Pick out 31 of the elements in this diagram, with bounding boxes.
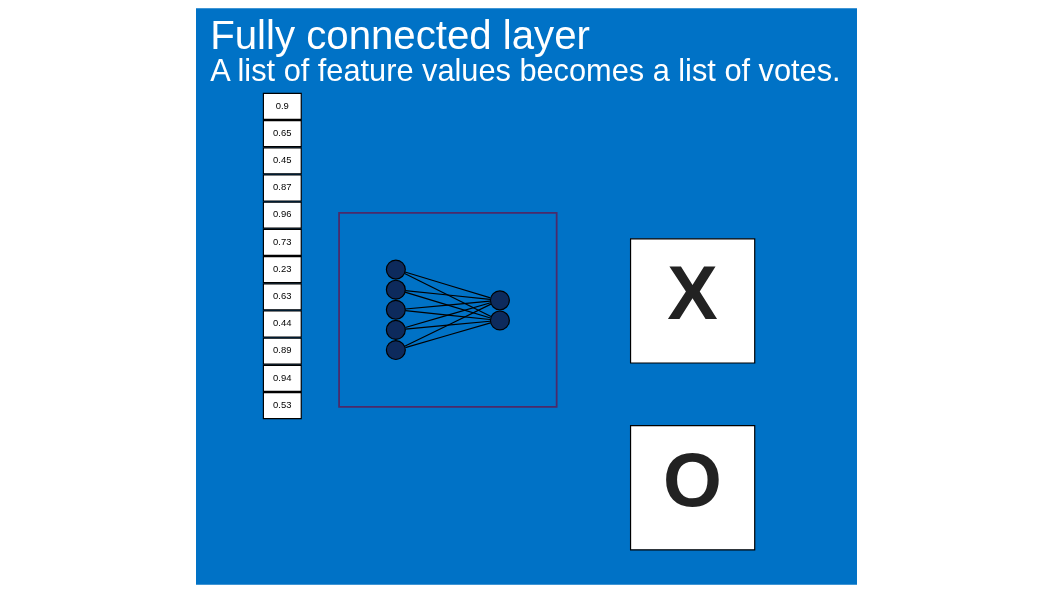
node-box: 0.87	[262, 174, 302, 202]
connector	[404, 272, 492, 318]
diagram-title: Fully connected layer	[210, 12, 590, 58]
node-box: 0.65	[262, 120, 302, 148]
node-box: 0.23	[262, 256, 302, 284]
node-circle	[385, 279, 406, 300]
connector	[404, 300, 491, 310]
connector	[404, 302, 492, 329]
connector	[404, 322, 492, 349]
node-circle	[385, 319, 406, 340]
node-circle	[489, 290, 510, 311]
node-box: 0.44	[262, 310, 302, 338]
node-circle	[489, 310, 510, 331]
node-box: 0.96	[262, 201, 302, 229]
connector	[404, 271, 492, 299]
node-box: 0.45	[262, 147, 302, 175]
connector	[404, 320, 491, 330]
connector	[404, 310, 491, 321]
node-box: 0.94	[262, 364, 302, 392]
node-circle	[385, 339, 406, 361]
connector	[404, 291, 492, 319]
connector	[404, 290, 491, 300]
node-box: 0.53	[262, 392, 302, 420]
connector	[404, 303, 492, 347]
node-circle	[385, 299, 406, 320]
cluster	[338, 211, 558, 408]
node-box: 0.9	[262, 92, 302, 121]
node-circle	[385, 259, 406, 280]
node-box: 0.89	[262, 337, 302, 365]
node-box: 0.63	[262, 283, 302, 311]
node-box: 0.73	[262, 228, 302, 256]
